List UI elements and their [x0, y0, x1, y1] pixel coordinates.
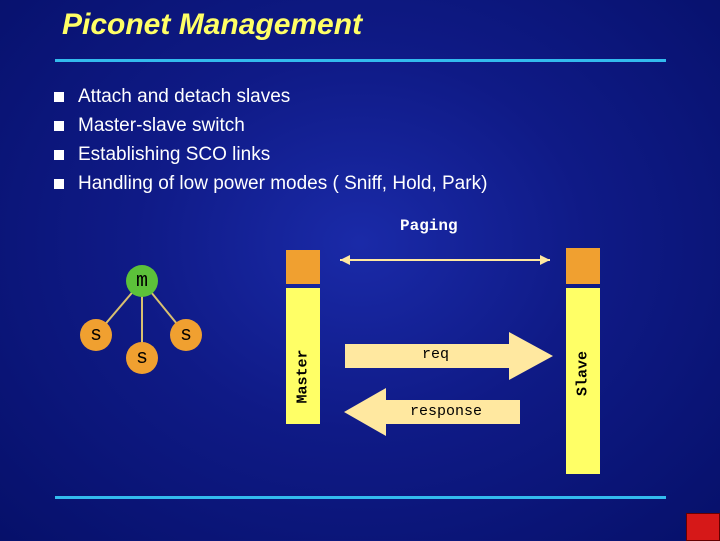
bullet-square-icon — [54, 91, 64, 102]
master-label: Master — [294, 349, 312, 404]
slave-node: s — [80, 319, 112, 351]
bullet-item: Attach and detach slaves — [52, 82, 487, 111]
master-bar — [286, 288, 320, 424]
slave-label: Slave — [574, 351, 592, 397]
response-label: response — [410, 403, 483, 420]
bullet-item: Establishing SCO links — [52, 140, 487, 169]
master-node: m — [126, 265, 158, 297]
slave-node: s — [170, 319, 202, 351]
paging-label: Paging — [400, 217, 458, 235]
bullet-item: Master-slave switch — [52, 111, 487, 140]
slave-page-box — [566, 248, 600, 284]
req-arrow — [345, 332, 553, 380]
response-arrow — [344, 388, 520, 436]
title-divider — [55, 59, 666, 62]
master-page-box — [286, 250, 320, 284]
req-label: req — [422, 346, 450, 363]
bottom-divider — [55, 496, 666, 499]
slide-title: Piconet Management — [62, 8, 363, 41]
slave-node: s — [126, 342, 158, 374]
paging-arrow — [340, 255, 550, 265]
slide-corner-box — [686, 513, 720, 541]
bullet-item: Handling of low power modes ( Sniff, Hol… — [52, 169, 487, 198]
bullet-square-icon — [54, 120, 64, 131]
slave-bar — [566, 288, 600, 474]
bullet-square-icon — [54, 149, 64, 160]
bullet-square-icon — [54, 178, 64, 189]
bullet-list: Attach and detach slaves Master-slave sw… — [52, 82, 487, 198]
